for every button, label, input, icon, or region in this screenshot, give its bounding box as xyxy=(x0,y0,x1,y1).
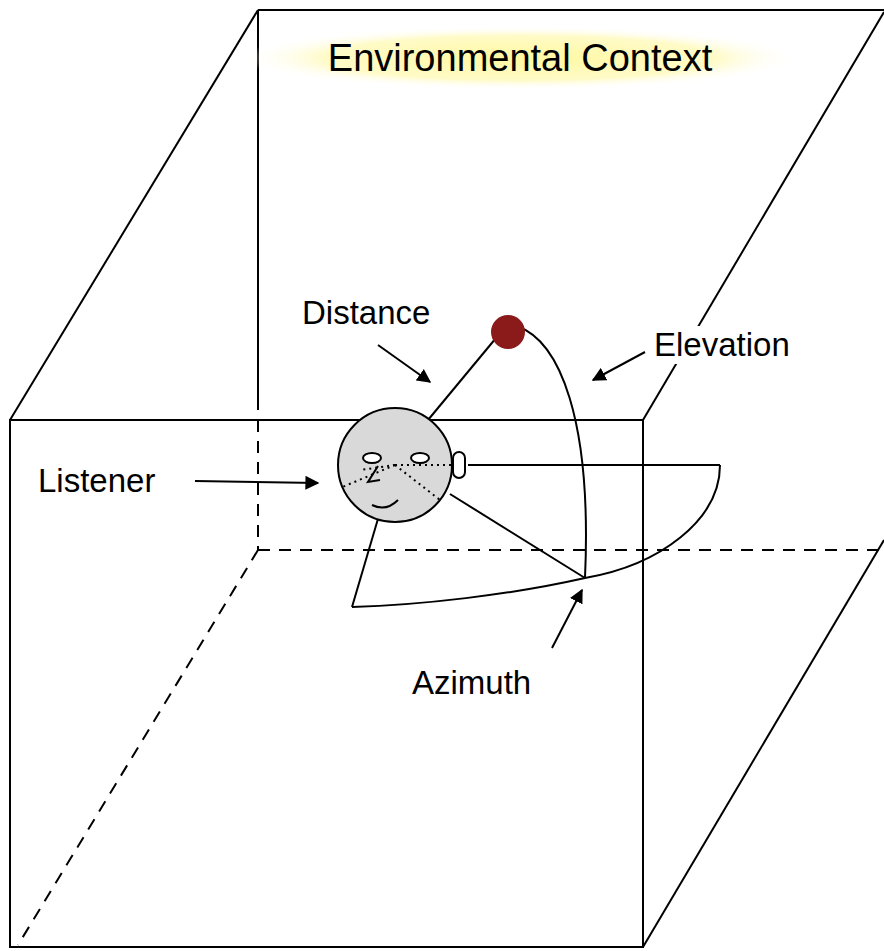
axis-label: Elevation xyxy=(652,326,792,364)
leader-arrows xyxy=(195,345,645,648)
sound-source xyxy=(491,315,525,349)
axis-label: Listener xyxy=(36,462,157,500)
context-label: Environmental Context xyxy=(240,26,800,90)
room-box xyxy=(10,10,884,947)
listener-head xyxy=(338,408,465,522)
context-title: Environmental Context xyxy=(328,37,712,80)
axis-label: Distance xyxy=(300,294,432,332)
axis-label: Azimuth xyxy=(410,664,533,702)
